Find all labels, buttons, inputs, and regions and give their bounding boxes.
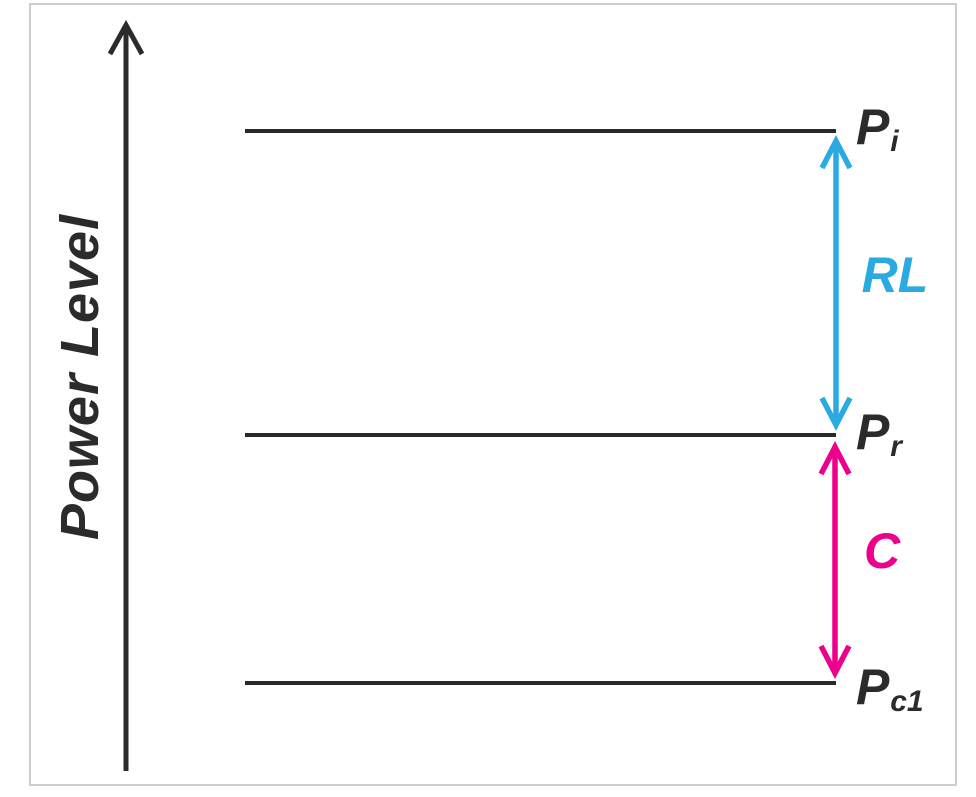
c-arrowhead-down-icon xyxy=(818,644,852,679)
rl-arrow xyxy=(819,135,853,431)
axis-arrowhead-icon xyxy=(107,19,145,56)
level-label-pc1: Pc1 xyxy=(856,659,924,717)
level-label-pi-main: P xyxy=(856,99,890,155)
level-label-pi: Pi xyxy=(856,99,899,157)
c-arrow-label: C xyxy=(863,523,901,579)
level-label-pi-sub: i xyxy=(890,125,899,159)
rl-arrow-label: RL xyxy=(861,247,929,303)
level-label-pr-main: P xyxy=(856,404,890,460)
c-arrowhead-up-icon xyxy=(818,441,852,476)
level-label-pr-sub: r xyxy=(890,430,902,464)
level-label-pr: Pr xyxy=(856,404,902,462)
axis-label: Power Level xyxy=(50,213,110,541)
level-lines xyxy=(245,129,836,685)
level-label-pc1-main: P xyxy=(856,659,890,715)
power-axis xyxy=(107,19,145,771)
rl-arrowhead-up-icon xyxy=(819,135,853,170)
rl-arrowhead-down-icon xyxy=(819,396,853,431)
c-arrow xyxy=(818,441,852,679)
level-label-pc1-sub: c1 xyxy=(890,685,924,719)
